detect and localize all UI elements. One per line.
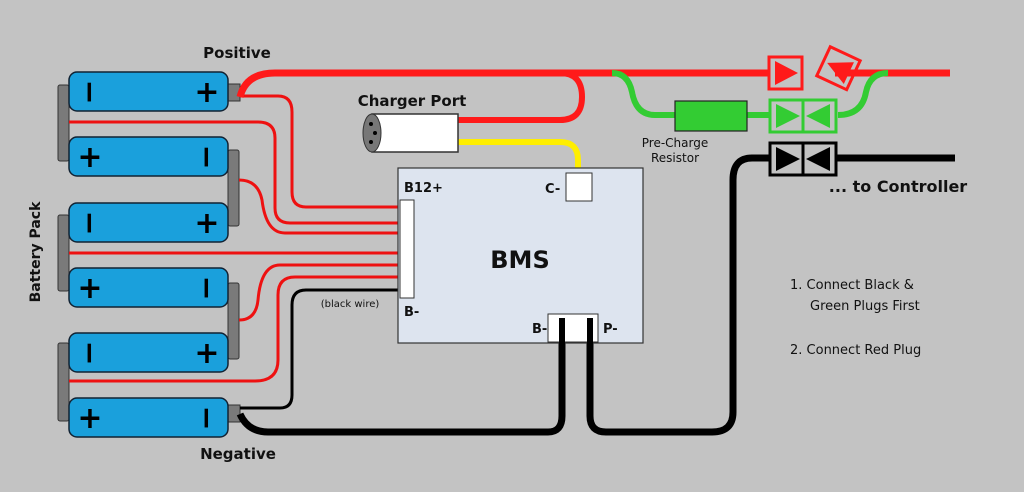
plus-sign: + xyxy=(77,140,102,175)
balance-black-wire xyxy=(240,288,400,410)
bms-board xyxy=(397,167,644,344)
minus-sign: − xyxy=(72,210,107,235)
link-plate xyxy=(57,342,70,422)
precharge-wire xyxy=(837,70,889,118)
c-minus-label: C- xyxy=(545,182,560,197)
balance-wire xyxy=(69,120,400,225)
battery-cell: +− xyxy=(68,136,229,177)
black-connector[interactable] xyxy=(768,141,838,177)
minus-sign: − xyxy=(72,79,107,104)
battery-cell: −+ xyxy=(68,202,229,243)
link-plate xyxy=(57,84,70,162)
positive-main-wire xyxy=(236,69,770,99)
link-plate xyxy=(227,149,240,227)
instruction-1: Green Plugs First xyxy=(810,299,920,314)
p-minus-label: P- xyxy=(603,322,618,337)
minus-sign: − xyxy=(189,275,224,300)
minus-sign: − xyxy=(72,340,107,365)
terminal-negative xyxy=(227,404,241,423)
battery-cell: −+ xyxy=(68,71,229,112)
precharge-label: Resistor xyxy=(651,151,699,165)
battery-cell: −+ xyxy=(68,332,229,373)
balance-wire xyxy=(240,94,400,209)
to-controller-label: ... to Controller xyxy=(829,177,967,196)
battery-cell: +− xyxy=(68,397,229,438)
black-wire-label: (black wire) xyxy=(321,299,380,310)
plus-sign: + xyxy=(194,75,219,110)
balance-connector xyxy=(399,199,415,299)
negative-main-wire xyxy=(236,322,566,436)
battery-pack-label: Battery Pack xyxy=(28,201,44,303)
b-minus-main-label: B- xyxy=(532,322,547,337)
instruction-1: 1. Connect Black & xyxy=(790,278,914,293)
negative-label: Negative xyxy=(200,445,276,463)
balance-wire xyxy=(69,275,400,383)
b-minus-balance-label: B- xyxy=(404,305,419,320)
precharge-label: Pre-Charge xyxy=(642,136,708,150)
positive-label: Positive xyxy=(203,44,271,62)
battery-cell: +− xyxy=(68,267,229,308)
charger-port xyxy=(362,113,459,153)
b12-plus-label: B12+ xyxy=(404,181,443,196)
balance-wire xyxy=(238,178,400,235)
plus-sign: + xyxy=(194,336,219,371)
red-connector-male[interactable] xyxy=(767,55,804,91)
minus-sign: − xyxy=(189,144,224,169)
bms-label: BMS xyxy=(490,246,549,274)
precharge-resistor xyxy=(674,100,748,132)
instruction-2: 2. Connect Red Plug xyxy=(790,343,921,358)
charger-positive-wire xyxy=(458,70,586,123)
link-plate xyxy=(227,282,240,360)
charger-port-label: Charger Port xyxy=(358,92,467,110)
red-connector-female[interactable] xyxy=(814,44,863,92)
controller-negative-wire xyxy=(586,154,770,436)
plus-sign: + xyxy=(194,206,219,241)
minus-sign: − xyxy=(189,405,224,430)
c-minus-terminal xyxy=(565,172,593,202)
charger-negative-wire xyxy=(458,139,581,174)
link-plate xyxy=(57,214,70,292)
plus-sign: + xyxy=(77,401,102,436)
precharge-wire xyxy=(611,70,770,118)
green-connector[interactable] xyxy=(768,98,838,134)
balance-wire xyxy=(238,263,400,322)
plus-sign: + xyxy=(77,271,102,306)
